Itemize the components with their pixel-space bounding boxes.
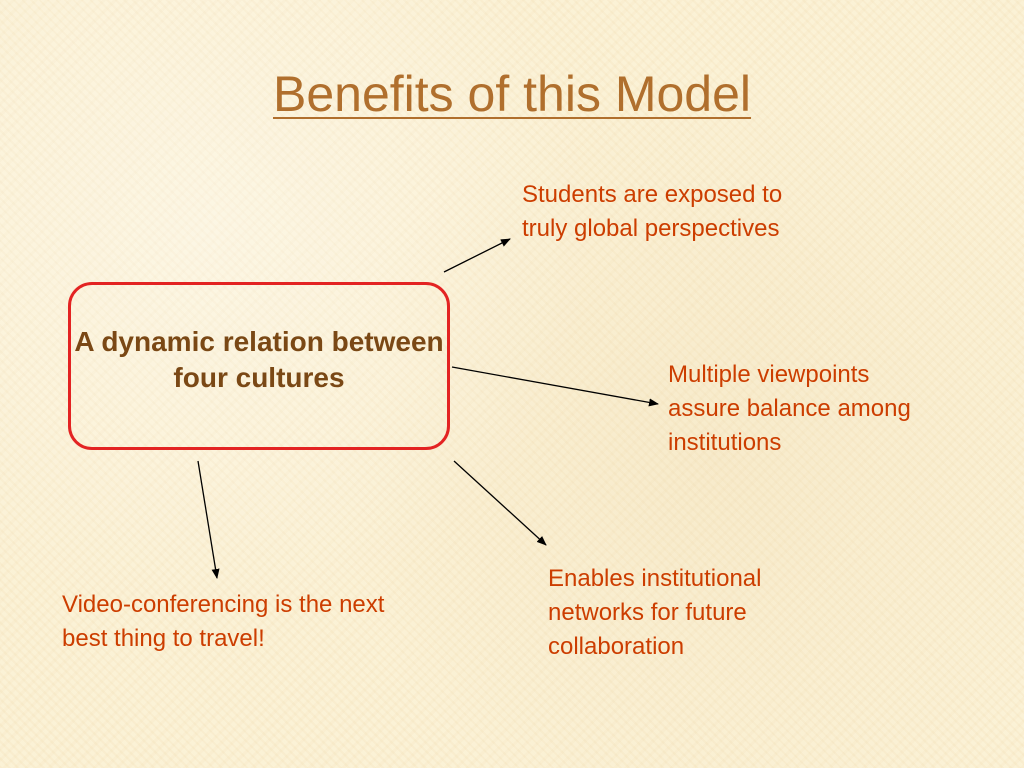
- arrow-to-viewpoints: [451, 366, 659, 407]
- benefit-global-perspectives: Students are exposed to truly global per…: [522, 181, 783, 242]
- central-concept-text: A dynamic relation between four cultures: [74, 326, 444, 393]
- arrow-to-global: [443, 238, 511, 273]
- benefit-institutional-networks: Enables institutional networks for futur…: [548, 565, 762, 660]
- arrow-to-networks: [453, 460, 547, 546]
- arrow-to-video: [197, 460, 220, 579]
- benefit-multiple-viewpoints: Multiple viewpoints assure balance among…: [668, 361, 911, 456]
- slide-title: Benefits of this Model: [272, 66, 752, 122]
- benefit-video-conferencing: Video-conferencing is the next best thin…: [62, 591, 385, 652]
- central-concept-box: A dynamic relation between four cultures: [68, 282, 450, 450]
